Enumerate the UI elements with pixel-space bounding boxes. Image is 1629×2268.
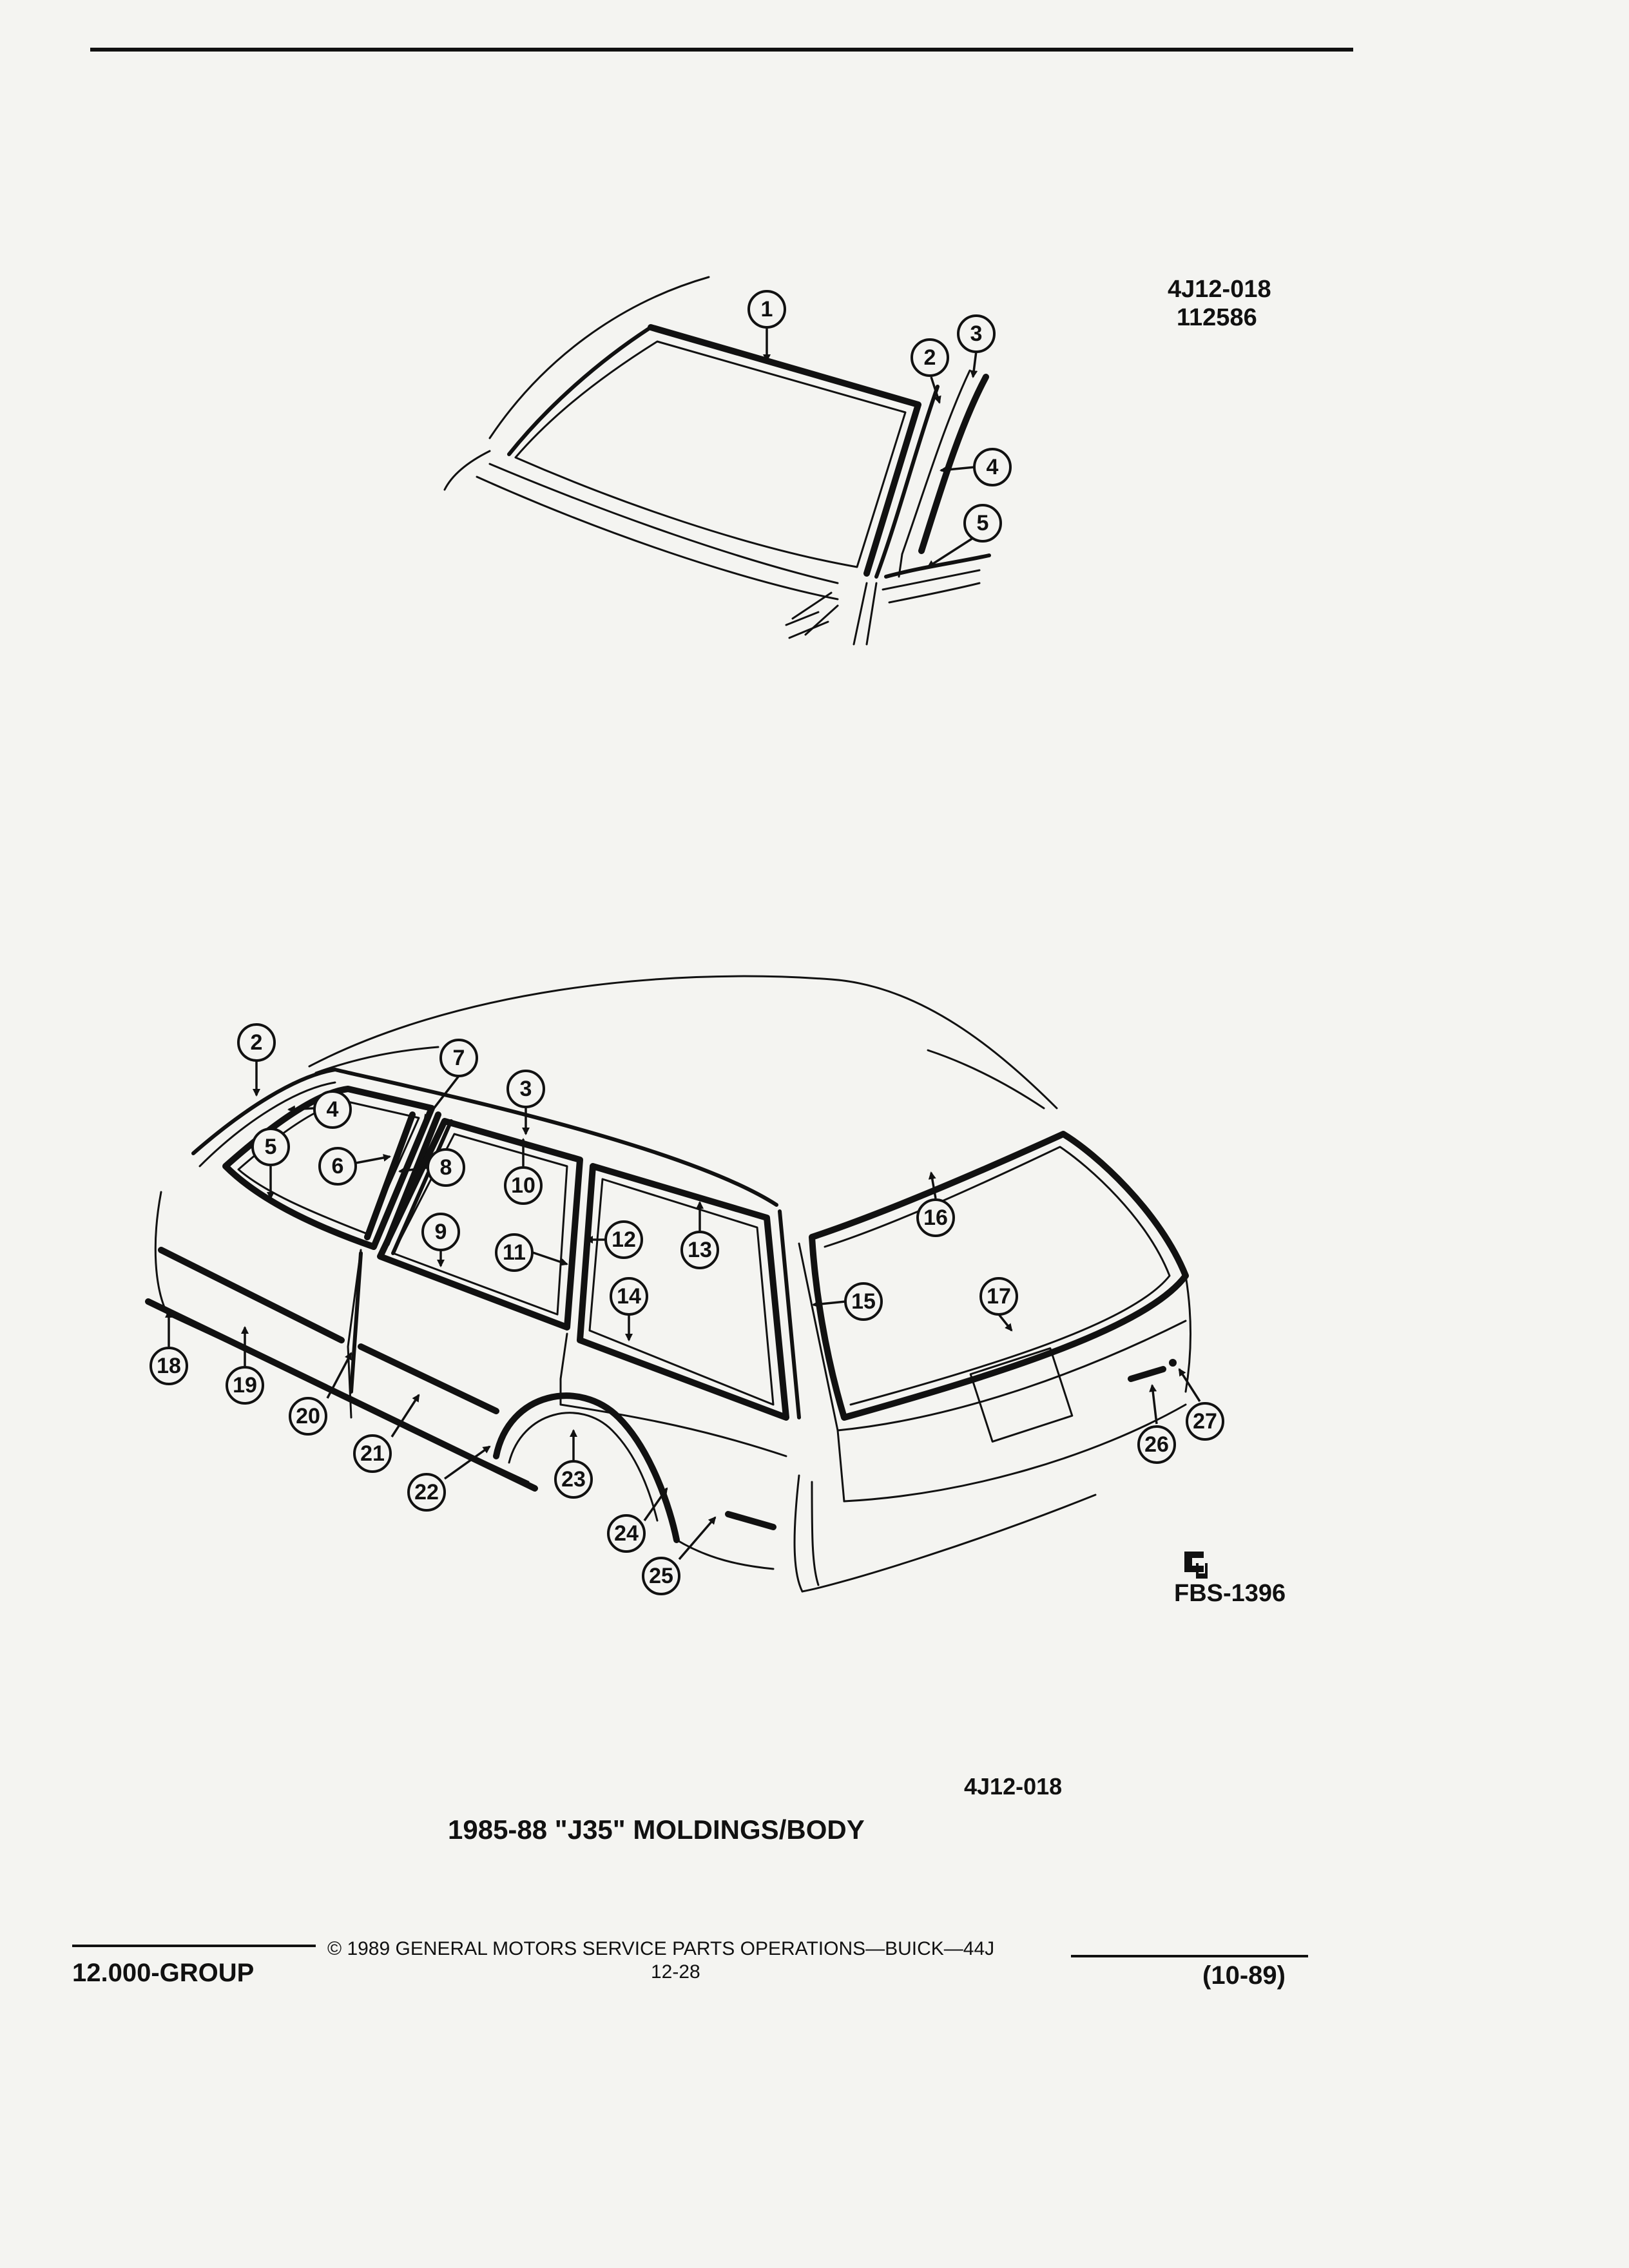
svg-text:20: 20	[296, 1404, 320, 1428]
wagon-callout-19: 19	[226, 1366, 264, 1405]
wagon-callout-20: 20	[289, 1397, 327, 1436]
wagon-callout-12: 12	[604, 1220, 643, 1259]
svg-text:16: 16	[923, 1206, 948, 1230]
svg-text:2: 2	[924, 345, 936, 370]
windshield-reveal-molding	[648, 324, 921, 577]
figure-date-top: 112586	[1177, 304, 1257, 331]
svg-text:2: 2	[251, 1030, 263, 1055]
wagon-callout-25: 25	[642, 1557, 680, 1595]
windshield-callout-2: 2	[911, 338, 949, 377]
wagon-callout-4: 4	[313, 1090, 352, 1129]
svg-text:21: 21	[360, 1441, 385, 1466]
fbs-code: FBS-1396	[1174, 1580, 1286, 1607]
wagon-view	[145, 975, 1191, 1593]
wagon-callout-16: 16	[916, 1198, 955, 1237]
svg-text:5: 5	[265, 1135, 277, 1159]
wagon-callout-24: 24	[607, 1514, 646, 1553]
figure-code-caption: 4J12-018	[964, 1773, 1063, 1800]
pillar-molding	[874, 385, 940, 579]
svg-text:17: 17	[987, 1284, 1011, 1309]
body-side-molding-front	[158, 1247, 345, 1343]
svg-text:7: 7	[453, 1046, 465, 1070]
back-window-reveal-molding	[809, 1131, 1189, 1421]
windshield-callout-5: 5	[963, 504, 1002, 543]
wagon-callout-9: 9	[421, 1213, 460, 1251]
svg-text:6: 6	[332, 1154, 344, 1178]
footer-page-number: 12-28	[651, 1961, 700, 1983]
svg-text:13: 13	[688, 1238, 712, 1262]
wagon-callout-6: 6	[318, 1147, 357, 1186]
svg-text:19: 19	[233, 1373, 257, 1398]
wagon-callout-13: 13	[680, 1231, 719, 1269]
wagon-callout-18: 18	[149, 1347, 188, 1385]
svg-text:22: 22	[414, 1480, 439, 1504]
wagon-callout-10: 10	[504, 1166, 543, 1205]
figure-title: 1985-88 "J35" MOLDINGS/BODY	[448, 1814, 865, 1845]
wagon-callout-11: 11	[495, 1233, 534, 1272]
rocker-molding	[145, 1298, 538, 1492]
footer-date: (10-89)	[1202, 1961, 1286, 1990]
svg-text:24: 24	[614, 1521, 639, 1546]
footer-copyright: © 1989 GENERAL MOTORS SERVICE PARTS OPER…	[327, 1938, 995, 1959]
svg-text:15: 15	[851, 1289, 876, 1314]
svg-text:5: 5	[977, 511, 989, 535]
wagon-callout-15: 15	[844, 1282, 883, 1321]
windshield-callout-3: 3	[957, 314, 996, 353]
figure-code-top: 4J12-018	[1168, 276, 1271, 303]
wagon-callout-8: 8	[427, 1148, 465, 1187]
svg-text:26: 26	[1144, 1432, 1169, 1457]
wagon-callout-5: 5	[251, 1128, 290, 1166]
svg-text:14: 14	[617, 1284, 641, 1309]
svg-text:4: 4	[987, 455, 999, 479]
svg-text:23: 23	[561, 1467, 586, 1492]
footer-rule-left	[72, 1945, 316, 1947]
body-side-molding-rear	[358, 1343, 499, 1414]
windshield-view	[443, 276, 991, 646]
svg-text:9: 9	[435, 1220, 447, 1244]
wagon-callout-7: 7	[439, 1039, 478, 1077]
windshield-callout-1: 1	[747, 290, 786, 329]
svg-text:3: 3	[520, 1077, 532, 1101]
svg-text:18: 18	[157, 1354, 181, 1378]
windshield-callout-4: 4	[973, 448, 1012, 486]
leader-lines	[165, 329, 1201, 1561]
wagon-callout-17: 17	[979, 1277, 1018, 1316]
footer-group: 12.000-GROUP	[72, 1959, 255, 1987]
svg-text:10: 10	[511, 1173, 535, 1198]
svg-text:8: 8	[440, 1155, 452, 1180]
wagon-callout-14: 14	[610, 1277, 648, 1316]
wagon-callout-26: 26	[1137, 1425, 1176, 1464]
wagon-callout-23: 23	[554, 1460, 593, 1499]
svg-text:11: 11	[503, 1240, 526, 1265]
svg-text:1: 1	[761, 297, 773, 322]
wagon-callout-27: 27	[1186, 1402, 1224, 1441]
top-rule	[90, 48, 1353, 52]
footer-rule-right	[1071, 1955, 1308, 1957]
svg-text:4: 4	[327, 1097, 339, 1122]
wagon-callout-2: 2	[237, 1023, 276, 1062]
wagon-callout-22: 22	[407, 1473, 446, 1512]
wagon-callout-21: 21	[353, 1434, 392, 1473]
svg-text:25: 25	[649, 1564, 673, 1588]
svg-text:3: 3	[970, 322, 983, 346]
svg-text:12: 12	[612, 1227, 636, 1252]
wagon-callout-3: 3	[506, 1070, 545, 1108]
gm-logo-icon	[1184, 1552, 1208, 1579]
svg-text:27: 27	[1193, 1409, 1217, 1434]
